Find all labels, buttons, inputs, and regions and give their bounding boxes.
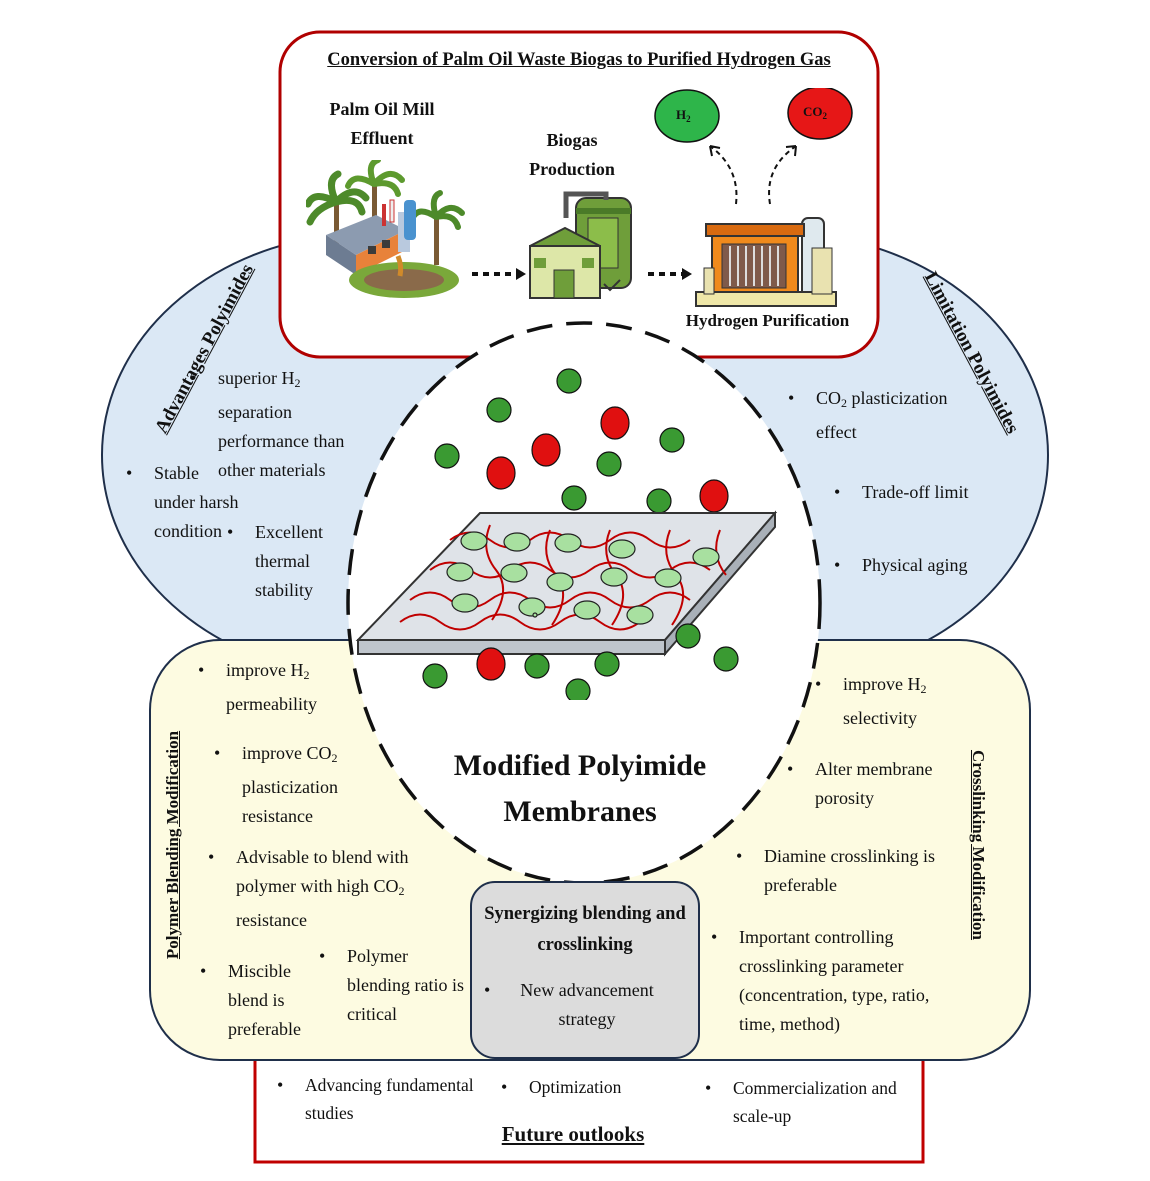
limitation-item-co2: CO2 plasticization effect: [788, 384, 976, 447]
future-list-1: Advancing fundamental studies: [277, 1071, 480, 1127]
gas-ball: [713, 646, 739, 672]
dashed-arrow-co2: [768, 145, 797, 205]
blending-list-2: improve CO2 plasticization resistance: [214, 739, 372, 831]
crosslinking-item-diamine: Diamine crosslinking is preferable: [736, 842, 944, 900]
crosslinking-item-porosity: Alter membrane porosity: [787, 755, 955, 813]
advantage-item-stable: Stable under harsh condition: [126, 459, 239, 546]
purification-plant-icon: [695, 217, 837, 307]
blending-list-5: Polymer blending ratio is critical: [319, 942, 467, 1029]
gas-ball: [565, 678, 591, 700]
gas-ball: [556, 368, 582, 394]
advantage-item-h2: superior H2 separation performance than …: [190, 364, 368, 485]
blending-list-1: improve H2 permeability: [198, 656, 356, 719]
crosslinking-title: Crosslinking Modification: [969, 749, 988, 941]
top-box-title: Conversion of Palm Oil Waste Biogas to P…: [327, 50, 831, 70]
gas-ball: [561, 485, 587, 511]
co2-label: CO2: [803, 104, 827, 121]
advantage-item-thermal: Excellent thermal stability: [227, 518, 345, 605]
step-biogas-label: Biogas Production: [529, 130, 615, 179]
crosslinking-list-2: Alter membrane porosity: [787, 755, 955, 813]
biogas-plant-icon: [529, 191, 632, 299]
advantages-list: superior H2 separation performance than …: [190, 364, 368, 485]
gas-ball: [675, 623, 701, 649]
future-item-optimization: Optimization: [501, 1073, 659, 1101]
membrane-graphic: [355, 368, 778, 700]
gas-ball: [596, 451, 622, 477]
blending-item-co2: improve CO2 plasticization resistance: [214, 739, 372, 831]
crosslinking-list-4: Important controlling crosslinking param…: [711, 923, 961, 1039]
limitation-item-aging: Physical aging: [834, 551, 1012, 580]
dashed-arrow-h2: [709, 145, 738, 205]
advantages-list-2: Stable under harsh condition: [126, 459, 239, 546]
crosslinking-list-1: improve H2 selectivity: [815, 670, 973, 733]
advantages-list-3: Excellent thermal stability: [227, 518, 345, 605]
crosslinking-list-3: Diamine crosslinking is preferable: [736, 842, 944, 900]
gas-ball: [659, 427, 685, 453]
limitation-item-tradeoff: Trade-off limit: [834, 478, 1012, 507]
advantages-title-wrap: Advantages Polyimides: [90, 261, 320, 437]
future-list-2: Optimization: [501, 1073, 659, 1101]
gas-ball: [646, 488, 672, 514]
gas-ball: [699, 479, 729, 513]
blending-item-miscible: Miscible blend is preferable: [200, 957, 318, 1044]
future-item-commercialization: Commercialization and scale-up: [705, 1074, 908, 1130]
step-hydrogen-label: Hydrogen Purification: [685, 311, 850, 330]
blending-item-h2: improve H2 permeability: [198, 656, 356, 719]
co2-ball: [787, 88, 853, 140]
future-list-3: Commercialization and scale-up: [705, 1074, 908, 1130]
future-item-fundamental: Advancing fundamental studies: [277, 1071, 480, 1127]
limitations-list-3: Physical aging: [834, 551, 1012, 580]
gas-ball: [594, 651, 620, 677]
blending-list-4: Miscible blend is preferable: [200, 957, 318, 1044]
h2-label: H2: [676, 107, 691, 124]
limitations-title-wrap: Limitation Polyimides: [856, 268, 1086, 437]
factory-palm-icon: [306, 160, 465, 298]
crosslinking-item-h2: improve H2 selectivity: [815, 670, 973, 733]
gas-ball: [476, 647, 506, 681]
step-palm-oil-label: Palm Oil Mill Effluent: [329, 99, 435, 148]
synergy-list: New advancement strategy: [484, 976, 662, 1034]
crosslinking-item-parameter: Important controlling crosslinking param…: [711, 923, 961, 1039]
synergy-title: Synergizing blending and crosslinking: [484, 904, 686, 955]
membrane-plate-front: [357, 639, 666, 655]
gas-ball: [486, 456, 516, 490]
gas-ball: [486, 397, 512, 423]
gas-ball: [531, 433, 561, 467]
future-title: Future outlooks: [501, 1122, 645, 1146]
center-title: Modified Polyimide Membranes: [453, 749, 707, 828]
blending-list-3: Advisable to blend with polymer with hig…: [208, 843, 436, 935]
h2-ball: [654, 89, 720, 143]
gas-ball: [600, 406, 630, 440]
gas-ball: [434, 443, 460, 469]
gas-ball: [524, 653, 550, 679]
gas-ball: [422, 663, 448, 689]
process-arrows: [472, 268, 692, 280]
blending-title: Polymer Blending Modification: [163, 730, 182, 960]
gas-output-graphic: [654, 88, 853, 205]
blending-item-ratio: Polymer blending ratio is critical: [319, 942, 467, 1029]
limitations-list: CO2 plasticization effect: [788, 384, 976, 447]
blending-item-advisable: Advisable to blend with polymer with hig…: [208, 843, 436, 935]
limitations-list-2: Trade-off limit: [834, 478, 1012, 507]
synergy-item: New advancement strategy: [484, 976, 662, 1034]
